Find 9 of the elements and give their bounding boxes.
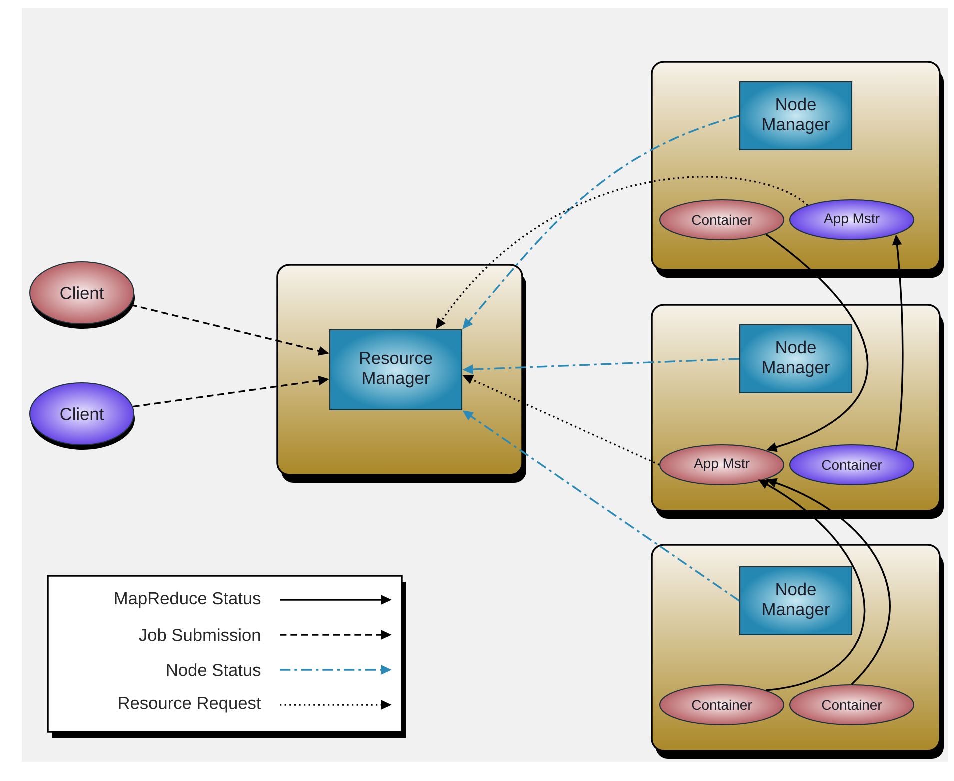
manager-box: Node Manager: [739, 566, 853, 636]
manager-box: Node Manager: [739, 81, 853, 151]
manager-box: Node Manager: [739, 324, 853, 394]
legend-label: Resource Request: [119, 697, 262, 713]
arrow: [766, 234, 869, 452]
legend-label: Node Status: [167, 664, 261, 676]
legend-label: MapReduce Status: [115, 592, 261, 608]
manager-box: Resource Manager: [329, 329, 463, 411]
legend-label: Job Submission: [139, 628, 260, 642]
